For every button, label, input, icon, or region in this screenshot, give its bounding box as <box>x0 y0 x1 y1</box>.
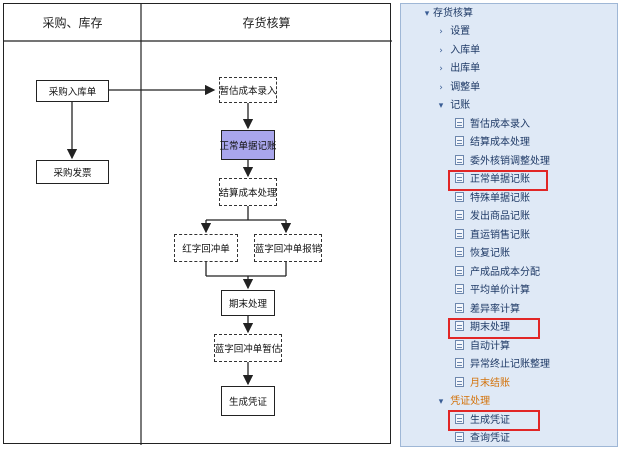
document-icon <box>455 358 464 368</box>
tree-leaf-estimated-cost[interactable]: 暂估成本录入 <box>455 116 530 134</box>
tree-leaf-outsource-adjust[interactable]: 委外核销调整处理 <box>455 153 550 171</box>
tree-item-posting[interactable]: ▾ 记账 <box>435 97 470 115</box>
node-purchase-inbound: 采购入库单 <box>36 80 109 102</box>
node-purchase-invoice: 采购发票 <box>36 160 109 184</box>
document-icon <box>455 136 464 146</box>
tree-leaf-avg-price[interactable]: 平均单价计算 <box>455 282 530 300</box>
tree-leaf-period-end[interactable]: 期末处理 <box>455 319 510 337</box>
nav-tree-panel: ▾存货核算 › 设置 › 入库单 › 出库单 › 调整单 ▾ 记账 暂估成本录入… <box>400 3 618 447</box>
tree-item-adjustment[interactable]: › 调整单 <box>435 79 480 97</box>
tree-root-inventory-accounting[interactable]: ▾存货核算 <box>421 5 473 23</box>
document-icon <box>455 210 464 220</box>
tree-item-outbound[interactable]: › 出库单 <box>435 60 480 78</box>
document-icon <box>455 192 464 202</box>
document-icon <box>455 155 464 165</box>
document-icon <box>455 247 464 257</box>
tree-leaf-normal-posting[interactable]: 正常单据记账 <box>455 171 530 189</box>
chevron-down-icon: ▾ <box>424 9 430 19</box>
node-blue-offset-estimate: 蓝字回冲单暂估 <box>214 334 282 362</box>
tree-leaf-special-posting[interactable]: 特殊单据记账 <box>455 190 530 208</box>
flowchart-connectors <box>4 4 392 445</box>
document-icon <box>455 377 464 387</box>
chevron-down-icon: ▾ <box>438 397 444 407</box>
chevron-down-icon: ▾ <box>438 101 444 111</box>
node-generate-voucher: 生成凭证 <box>221 386 275 416</box>
column-header-inventory-accounting: 存货核算 <box>242 16 291 30</box>
column-header-purchase-inventory: 采购、库存 <box>42 16 103 30</box>
highlight-generate-voucher <box>448 410 540 431</box>
document-icon <box>455 284 464 294</box>
tree-leaf-goods-issued[interactable]: 发出商品记账 <box>455 208 530 226</box>
highlight-normal-posting <box>448 170 548 191</box>
tree-item-voucher-processing[interactable]: ▾ 凭证处理 <box>435 393 490 411</box>
tree-leaf-auto-calc[interactable]: 自动计算 <box>455 338 510 356</box>
tree-leaf-variance-rate[interactable]: 差异率计算 <box>455 301 520 319</box>
tree-leaf-month-end-close[interactable]: 月末结账 <box>455 375 510 393</box>
document-icon <box>455 303 464 313</box>
chevron-right-icon: › <box>439 27 443 37</box>
node-normal-posting: 正常单据记账 <box>220 130 277 160</box>
node-settle-cost: 结算成本处理 <box>219 178 277 206</box>
node-blue-offset-reimburse: 蓝字回冲单报销 <box>254 234 322 262</box>
tree-leaf-settle-cost[interactable]: 结算成本处理 <box>455 134 530 152</box>
node-period-end: 期末处理 <box>221 290 275 316</box>
process-flowchart: 采购、库存 存货核算 采购入库单 采购发票 暂估成本录入 正常单据记账 结算成本… <box>3 3 392 445</box>
document-icon <box>455 266 464 276</box>
chevron-right-icon: › <box>439 83 443 93</box>
tree-leaf-generate-voucher[interactable]: 生成凭证 <box>455 412 510 430</box>
node-estimated-cost-entry: 暂估成本录入 <box>219 77 277 103</box>
chevron-right-icon: › <box>439 46 443 56</box>
tree-item-inbound[interactable]: › 入库单 <box>435 42 480 60</box>
tree-leaf-direct-sales[interactable]: 直运销售记账 <box>455 227 530 245</box>
highlight-period-end <box>448 318 540 339</box>
tree-leaf-query-voucher[interactable]: 查询凭证 <box>455 430 510 448</box>
tree-leaf-abnormal-cleanup[interactable]: 异常终止记账整理 <box>455 356 550 374</box>
document-icon <box>455 432 464 442</box>
document-icon <box>455 229 464 239</box>
tree-leaf-product-cost-alloc[interactable]: 产成品成本分配 <box>455 264 540 282</box>
document-icon <box>455 414 464 424</box>
document-icon <box>455 340 464 350</box>
tree-item-settings[interactable]: › 设置 <box>435 23 470 41</box>
document-icon <box>455 118 464 128</box>
document-icon <box>455 321 464 331</box>
tree-leaf-restore-posting[interactable]: 恢复记账 <box>455 245 510 263</box>
node-red-offset: 红字回冲单 <box>174 234 238 262</box>
chevron-right-icon: › <box>439 64 443 74</box>
document-icon <box>455 173 464 183</box>
